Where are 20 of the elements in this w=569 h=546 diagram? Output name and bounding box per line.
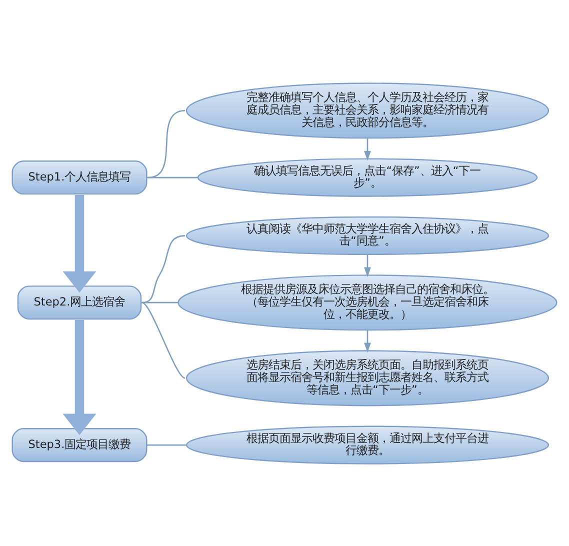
node-ellipse: 选房结束后，关闭选房系统页面。自助报到系统页面将显示宿舍号和新生报到志愿者姓名、联系方式等信息，点击“下一步”。	[186, 350, 550, 406]
node-ellipse: 根据页面显示收费项目金额，通过网上支付平台进行缴费。	[186, 425, 550, 464]
connector	[142, 302, 186, 378]
arrow	[364, 330, 371, 352]
connector	[146, 176, 198, 178]
arrow	[364, 254, 371, 277]
connector	[146, 444, 186, 446]
node-ellipse: 认真阅读《华中师范大学学生宿舍入住协议》，点击“同意”。	[186, 216, 550, 255]
connector	[141, 301, 178, 303]
arrow	[364, 138, 371, 160]
connector	[142, 234, 186, 303]
node-box: Step3.固定项目缴费	[12, 428, 148, 462]
node-ellipse: 确认填写信息无误后，点击“保存”、进入“下一步”。	[197, 158, 538, 196]
node-ellipse: 完整准确填写个人信息、个人学历及社会经历，家庭成员信息，主要社会关系，影响家庭经济情况有关信息，民政部分信息等。	[186, 82, 550, 138]
arrow	[62, 320, 96, 435]
node-box: Step2.网上选宿舍	[17, 285, 142, 320]
connector	[148, 109, 186, 178]
node-box: Step1.个人信息填写	[12, 160, 148, 194]
arrow	[62, 194, 96, 292]
node-ellipse: 根据提供房源及床位示意图选择自己的宿舍和床位。（每位学生仅有一次选房机会，一旦选定宿舍和床位，不能更改。）	[178, 274, 558, 330]
